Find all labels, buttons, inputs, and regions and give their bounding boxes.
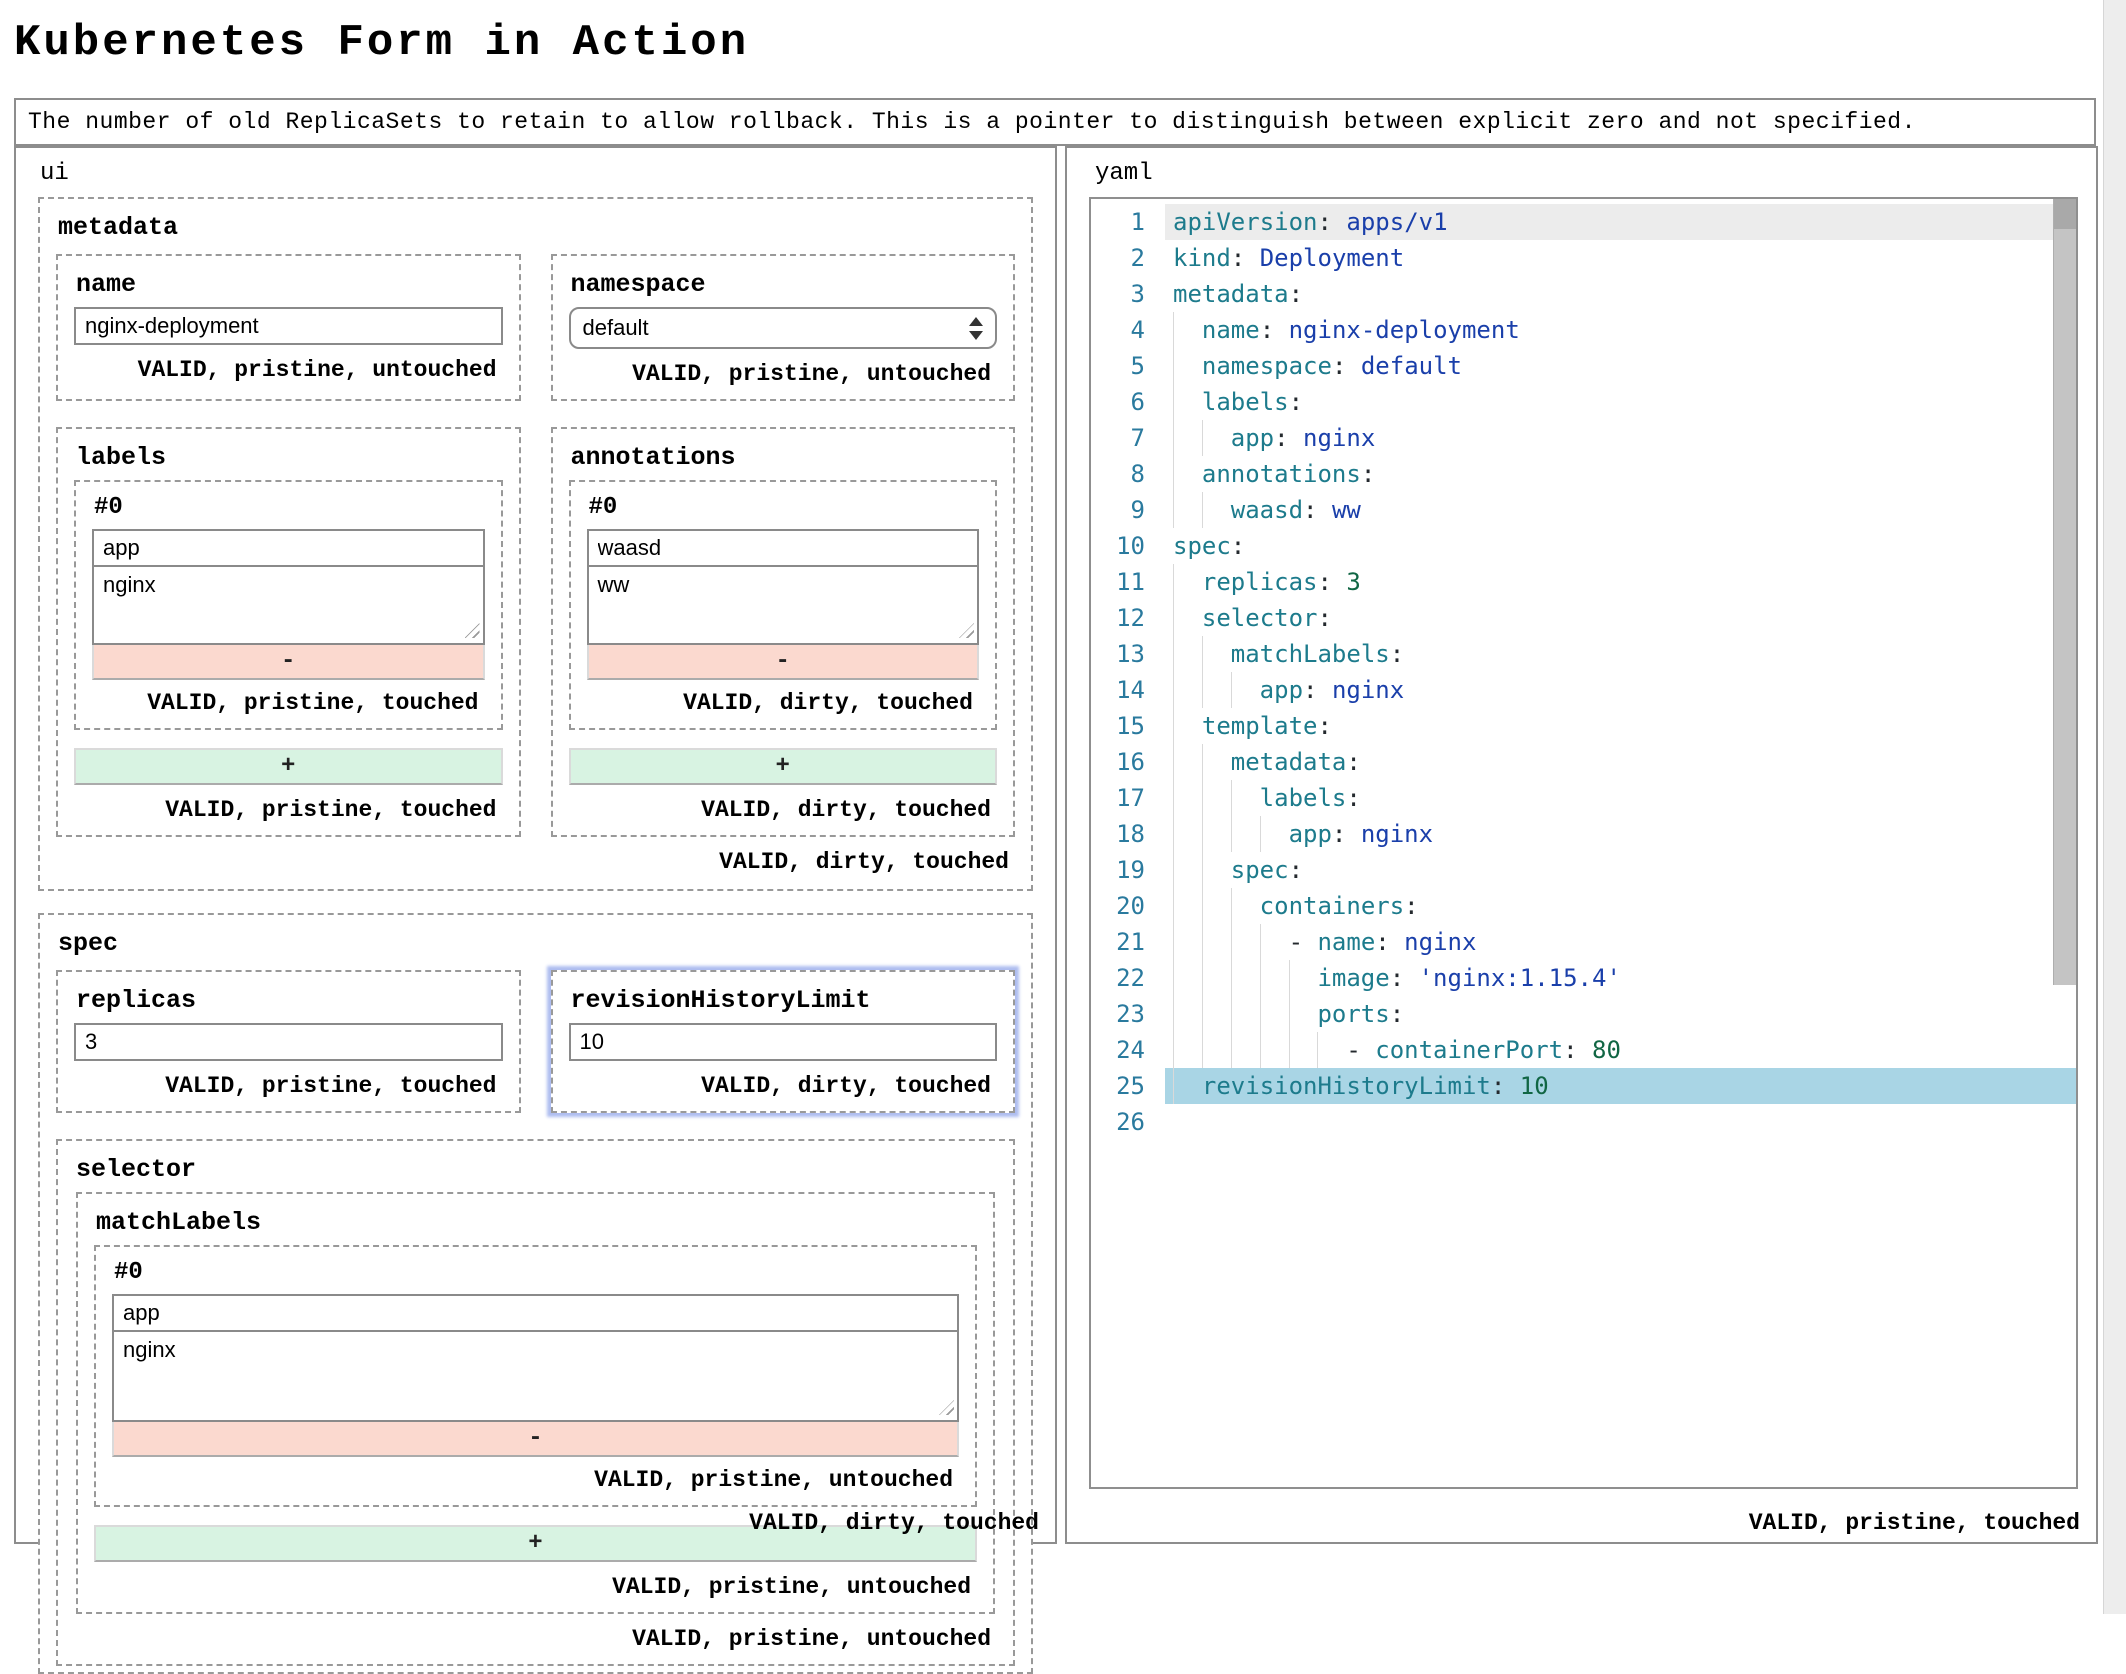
ui-panel-status: VALID, dirty, touched (749, 1510, 1039, 1536)
matchLabels-label: matchLabels (96, 1208, 262, 1237)
namespace-status: VALID, pristine, untouched (632, 361, 991, 387)
revisionHistoryLimit-fieldbox: revisionHistoryLimit VALID, dirty, touch… (550, 970, 1015, 1113)
matchLabels-add-button[interactable]: + (94, 1525, 977, 1562)
code-line-20: containers: (1165, 888, 2076, 924)
replicas-status: VALID, pristine, touched (165, 1073, 497, 1099)
code-line-9: waasd: ww (1165, 492, 2076, 528)
annotations-label: annotations (570, 443, 736, 472)
editor-code: apiVersion: apps/v1 kind: Deployment metad… (1165, 204, 2076, 1487)
namespace-label: namespace (570, 270, 706, 299)
labels-item-index: #0 (94, 494, 123, 521)
editor-scrollbar (2053, 199, 2076, 1487)
replicas-fieldbox: replicas VALID, pristine, touched (56, 970, 521, 1113)
code-line-23: ports: (1165, 996, 2076, 1032)
name-status: VALID, pristine, untouched (137, 357, 497, 383)
revisionHistoryLimit-input[interactable] (568, 1023, 997, 1061)
labels-item-0: #0 nginx - VALID, pristine, touched (74, 480, 503, 730)
selector-status: VALID, pristine, untouched (632, 1626, 991, 1652)
code-line-26 (1165, 1104, 2076, 1140)
page-title: Kubernetes Form in Action (14, 18, 750, 68)
code-line-2: kind: Deployment (1173, 244, 1405, 272)
code-line-16: metadata: (1165, 744, 2076, 780)
code-line-24: - containerPort: 80 (1165, 1032, 2076, 1068)
revisionHistoryLimit-label: revisionHistoryLimit (570, 986, 871, 1015)
labels-fieldbox: labels #0 nginx - VALID, pristine, touch… (56, 427, 521, 837)
labels-add-button[interactable]: + (74, 748, 503, 785)
code-line-5: namespace: default (1165, 348, 2076, 384)
metadata-group: metadata name VALID, pristine, untouched… (38, 197, 1033, 891)
field-help-bar: The number of old ReplicaSets to retain … (14, 98, 2096, 146)
matchLabels-status: VALID, pristine, untouched (612, 1574, 971, 1600)
namespace-select-value: default (582, 315, 649, 340)
ui-panel-label: ui (40, 160, 69, 187)
selector-label: selector (76, 1155, 197, 1184)
code-line-11: replicas: 3 (1165, 564, 2076, 600)
labels-item-value-textarea[interactable]: nginx (92, 565, 485, 645)
metadata-group-label: metadata (58, 213, 179, 242)
matchLabels-item-key-input[interactable] (112, 1294, 959, 1332)
spec-group-label: spec (58, 929, 119, 958)
code-line-15: template: (1165, 708, 2076, 744)
annotations-fieldbox: annotations #0 ww - VALID, dirty, touche… (550, 427, 1015, 837)
code-line-1: apiVersion: apps/v1 (1165, 204, 2076, 240)
labels-status: VALID, pristine, touched (165, 797, 497, 823)
code-line-19: spec: (1165, 852, 2076, 888)
labels-item-status: VALID, pristine, touched (147, 690, 479, 716)
code-line-18: app: nginx (1165, 816, 2076, 852)
code-line-21: - name: nginx (1165, 924, 2076, 960)
page-scrollbar[interactable] (2103, 0, 2126, 1614)
labels-label: labels (76, 443, 167, 472)
namespace-fieldbox: namespace default VALID, pristine, untou… (550, 254, 1015, 401)
code-line-10: spec: (1173, 532, 1246, 560)
yaml-panel-status: VALID, pristine, touched (1748, 1510, 2080, 1536)
code-line-13: matchLabels: (1165, 636, 2076, 672)
code-line-6: labels: (1165, 384, 2076, 420)
annotations-item-0: #0 ww - VALID, dirty, touched (568, 480, 997, 730)
labels-item-remove-button[interactable]: - (92, 643, 485, 680)
name-label: name (76, 270, 137, 299)
matchLabels-item-index: #0 (114, 1259, 143, 1286)
select-updown-icon (969, 316, 983, 340)
metadata-status: VALID, dirty, touched (719, 849, 1009, 875)
spec-group: spec replicas VALID, pristine, touched r… (38, 913, 1033, 1674)
code-line-25: revisionHistoryLimit: 10 (1165, 1068, 2076, 1104)
ui-panel: ui metadata name VALID, pristine, untouc… (14, 146, 1057, 1674)
panels-row: ui metadata name VALID, pristine, untouc… (14, 146, 2098, 1674)
code-line-12: selector: (1165, 600, 2076, 636)
code-line-14: app: nginx (1165, 672, 2076, 708)
annotations-item-value-textarea[interactable]: ww (586, 565, 979, 645)
matchLabels-item-value-textarea[interactable]: nginx (112, 1330, 959, 1422)
replicas-label: replicas (76, 986, 197, 1015)
code-line-7: app: nginx (1165, 420, 2076, 456)
name-input[interactable] (74, 307, 503, 345)
code-line-17: labels: (1165, 780, 2076, 816)
annotations-item-status: VALID, dirty, touched (683, 690, 973, 716)
annotations-status: VALID, dirty, touched (701, 797, 991, 823)
code-line-3: metadata: (1173, 280, 1304, 308)
code-line-4: name: nginx-deployment (1165, 312, 2076, 348)
code-line-8: annotations: (1165, 456, 2076, 492)
matchLabels-item-remove-button[interactable]: - (112, 1420, 959, 1457)
annotations-add-button[interactable]: + (568, 748, 997, 785)
matchLabels-fieldbox: matchLabels #0 nginx - VALID, pristine, … (76, 1192, 995, 1614)
annotations-item-key-input[interactable] (586, 529, 979, 567)
name-fieldbox: name VALID, pristine, untouched (56, 254, 521, 401)
labels-item-key-input[interactable] (92, 529, 485, 567)
annotations-item-index: #0 (588, 494, 618, 521)
code-line-22: image: 'nginx:1.15.4' (1165, 960, 2076, 996)
revisionHistoryLimit-status: VALID, dirty, touched (701, 1073, 991, 1099)
matchLabels-item-status: VALID, pristine, untouched (594, 1467, 953, 1493)
namespace-select[interactable]: default (568, 307, 997, 349)
matchLabels-item-0: #0 nginx - VALID, pristine, untouched (94, 1245, 977, 1507)
selector-fieldbox: selector matchLabels #0 nginx - VALID, p… (56, 1139, 1015, 1666)
replicas-input[interactable] (74, 1023, 503, 1061)
yaml-panel-label: yaml (1095, 160, 1153, 187)
annotations-item-remove-button[interactable]: - (586, 643, 979, 680)
editor-scrollbar-thumb[interactable] (2053, 199, 2076, 985)
